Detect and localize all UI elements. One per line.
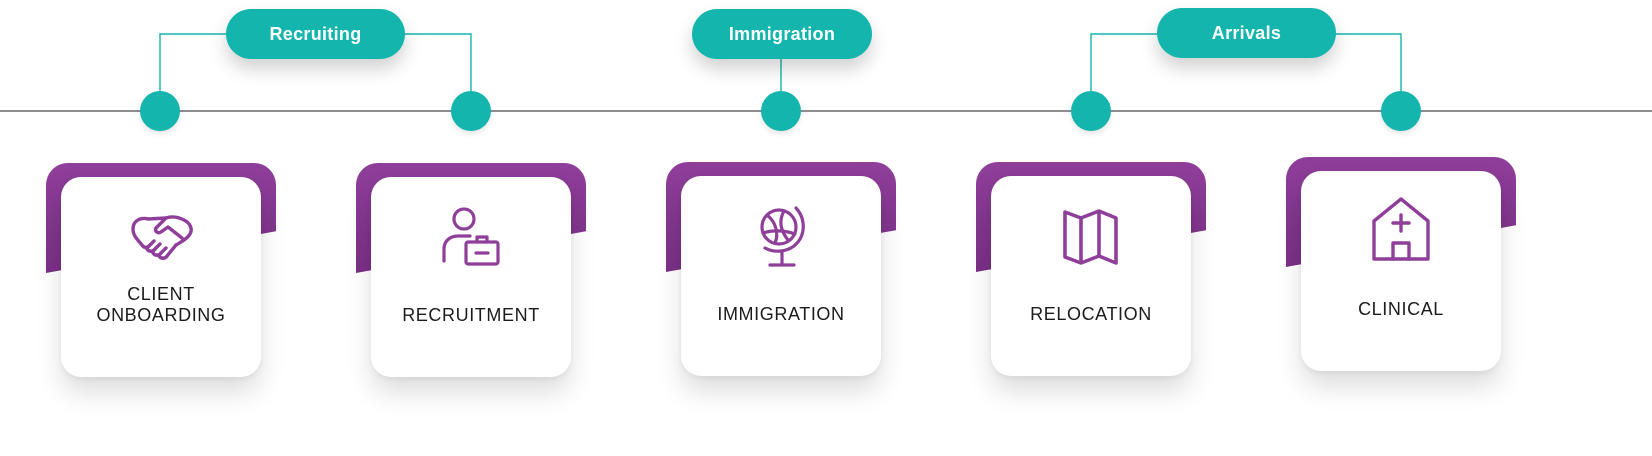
phase-pill-recruiting: Recruiting [226, 9, 405, 59]
recruiter-icon [442, 207, 500, 266]
timeline-dot [140, 91, 180, 131]
step-label: IMMIGRATION [717, 304, 845, 324]
card-body: CLIENT ONBOARDING [61, 177, 261, 377]
timeline-dot [451, 91, 491, 131]
step-label: RECRUITMENT [402, 305, 540, 325]
phase-pill-arrivals: Arrivals [1157, 8, 1336, 58]
clinic-icon [1372, 197, 1430, 261]
card-body: RELOCATION [991, 176, 1191, 376]
step-card-immigration: IMMIGRATION [666, 162, 896, 376]
card-body: IMMIGRATION [681, 176, 881, 376]
timeline-dot [1381, 91, 1421, 131]
map-icon [1063, 209, 1118, 265]
timeline-line [0, 110, 1652, 112]
card-body: CLINICAL [1301, 171, 1501, 371]
timeline-dot [761, 91, 801, 131]
card-body: RECRUITMENT [371, 177, 571, 377]
step-card-relocation: RELOCATION [976, 162, 1206, 376]
step-label: CLIENT ONBOARDING [96, 284, 226, 325]
phase-pill-immigration: Immigration [692, 9, 872, 59]
step-card-clinical: CLINICAL [1286, 157, 1516, 371]
step-card-recruitment: RECRUITMENT [356, 163, 586, 377]
step-label: RELOCATION [1030, 304, 1152, 324]
globe-icon [760, 206, 805, 267]
timeline-dot [1071, 91, 1111, 131]
step-card-client-onboarding: CLIENT ONBOARDING [46, 163, 276, 377]
step-label: CLINICAL [1358, 299, 1444, 319]
handshake-icon [131, 215, 193, 260]
